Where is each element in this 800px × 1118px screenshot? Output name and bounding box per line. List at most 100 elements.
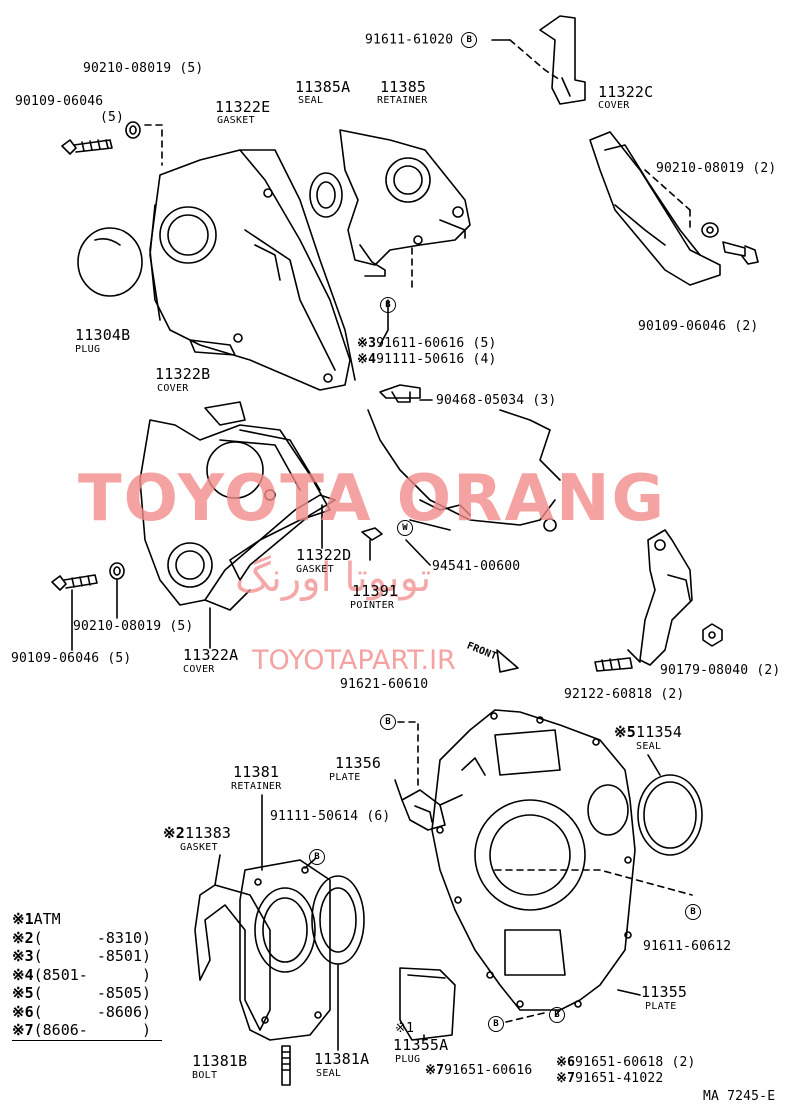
legend-row: ※5( -8505) <box>12 984 152 1002</box>
desc-11355a: PLUG <box>395 1054 421 1065</box>
label-92122-60818: 92122-60818 (2) <box>564 687 685 702</box>
bolt-11381b-drawing <box>281 1045 291 1086</box>
bolt-90109-06046-right-drawing <box>722 241 759 265</box>
legend-row: ※7(8606- ) <box>12 1021 162 1041</box>
b-circle-91651-60616: B <box>488 1016 504 1032</box>
label-90109-06046-mid: 90109-06046 (5) <box>11 651 132 666</box>
label-11355a: 11355A <box>393 1036 449 1054</box>
leader-11383 <box>214 854 221 886</box>
washer-90210-08019-top-drawing <box>125 121 163 166</box>
b-circle-icon: B <box>549 1007 565 1023</box>
desc-11381: RETAINER <box>231 781 282 792</box>
watermark-main: TOYOTA ORANG <box>78 462 667 536</box>
legend-row: ※1ATM <box>12 910 61 928</box>
label-11391: 11391 <box>352 582 399 600</box>
b-circle-icon: B <box>309 849 325 865</box>
label-91651-41022: ※791651-41022 <box>556 1071 664 1086</box>
plate-11355-drawing <box>431 709 636 1011</box>
retainer-11381-drawing <box>239 859 331 1041</box>
seal-11381a-drawing <box>311 875 365 965</box>
desc-11356: PLATE <box>329 772 361 783</box>
label-91611-61020: 91611-61020 B <box>365 32 478 48</box>
label-11322a: 11322A <box>183 646 239 664</box>
leader-11354 <box>647 754 661 776</box>
b-circle-icon: B <box>685 904 701 920</box>
label-11385a: 11385A <box>295 78 351 96</box>
washer-90210-08019-right-drawing <box>701 222 719 238</box>
desc-11391: POINTER <box>350 600 395 611</box>
mark-11355a: ※1 <box>395 1021 415 1036</box>
legend-row: ※2( -8310) <box>12 928 152 947</box>
b-circle-91111-50614: B <box>309 849 325 865</box>
label-11322b: 11322B <box>155 365 211 383</box>
label-90179-08040: 90179-08040 (2) <box>660 663 781 678</box>
b-circle-icon: B <box>461 32 478 48</box>
label-91621-60610: 91621-60610 <box>340 677 429 692</box>
desc-11381a: SEAL <box>316 1068 342 1079</box>
label-90210-08019-top: 90210-08019 (5) <box>83 61 204 76</box>
desc-11385: RETAINER <box>377 95 428 106</box>
label-11322c: 11322C <box>598 83 654 101</box>
label-11385: 11385 <box>380 78 427 96</box>
b-circle-icon: B <box>488 1016 504 1032</box>
label-91651-60616: ※791651-60616 <box>425 1063 533 1078</box>
label-11322d: 11322D <box>296 546 352 564</box>
washer-90210-08019-mid-drawing <box>109 562 125 580</box>
leader-91651-60616 <box>505 1011 549 1023</box>
desc-11381b: BOLT <box>192 1070 218 1081</box>
label-11354: ※511354 <box>614 723 683 741</box>
plate-11356-drawing <box>401 789 463 831</box>
gasket-11383-drawing <box>194 884 271 1031</box>
b-circle-icon: B <box>380 297 396 313</box>
label-90109-06046-top: 90109-06046 <box>15 94 104 109</box>
leader-11355 <box>617 989 641 996</box>
label-90109-06046-top-qty: (5) <box>100 110 125 125</box>
leader-94541 <box>405 539 431 566</box>
leader-91621 <box>397 721 419 791</box>
legend-row: ※6( -8606) <box>12 1002 152 1021</box>
label-91111-50614: 91111-50614 (6) <box>270 809 391 824</box>
desc-11322d: GASKET <box>296 564 334 575</box>
label-91611-60612: 91611-60612 <box>643 939 732 954</box>
b-circle-retainer: B <box>380 297 396 313</box>
desc-11322a: COVER <box>183 664 215 675</box>
cover-11322c-drawing <box>589 131 721 286</box>
label-11381: 11381 <box>233 763 280 781</box>
b-circle-91621: B <box>380 714 396 730</box>
label-91651-60618: ※691651-60618 (2) <box>556 1055 696 1070</box>
pointer-11391-drawing <box>361 527 383 561</box>
desc-11383: GASKET <box>180 842 218 853</box>
label-90109-06046-right: 90109-06046 (2) <box>638 319 759 334</box>
b-circle-icon: B <box>380 714 396 730</box>
b-circle-91651-60618: B <box>549 1007 565 1023</box>
applicability-legend: ※1ATM ※2( -8310) ※3( -8501) ※4(8501- ) ※… <box>12 910 162 1041</box>
label-11381b: 11381B <box>192 1052 248 1070</box>
label-94541-00600: 94541-00600 <box>432 559 521 574</box>
bolt-90109-06046-mid-drawing <box>51 574 98 591</box>
cover-11322b-drawing <box>149 149 356 391</box>
desc-11322e: GASKET <box>217 115 255 126</box>
watermark-url: TOYOTAPART.IR <box>252 645 456 676</box>
watermark-arabic: تويوتا اورنگ <box>235 555 432 601</box>
bracket-top-drawing <box>509 15 586 105</box>
label-90468-05034: 90468-05034 (3) <box>436 393 557 408</box>
label-91111-50616: ※491111-50616 (4) <box>357 352 497 367</box>
label-11355: 11355 <box>641 983 688 1001</box>
label-90210-08019-right: 90210-08019 (2) <box>656 161 777 176</box>
plug-11355a-drawing <box>399 967 456 1041</box>
label-91611-60616: ※391611-60616 (5) <box>357 336 497 351</box>
desc-11322c: COVER <box>598 100 630 111</box>
w-circle-icon: W <box>397 520 413 536</box>
label-90210-08019-mid: 90210-08019 (5) <box>73 619 194 634</box>
legend-row: ※4(8501- ) <box>12 965 152 984</box>
stud-92122-60818-drawing <box>594 657 633 672</box>
reference-code: MA 7245-E <box>703 1089 776 1104</box>
seal-11385a-drawing <box>309 172 343 218</box>
plug-11304b-drawing <box>77 227 143 297</box>
desc-11322b: COVER <box>157 383 189 394</box>
label-11381a: 11381A <box>314 1050 370 1068</box>
front-arrow-drawing <box>496 649 519 673</box>
desc-11355: PLATE <box>645 1001 677 1012</box>
